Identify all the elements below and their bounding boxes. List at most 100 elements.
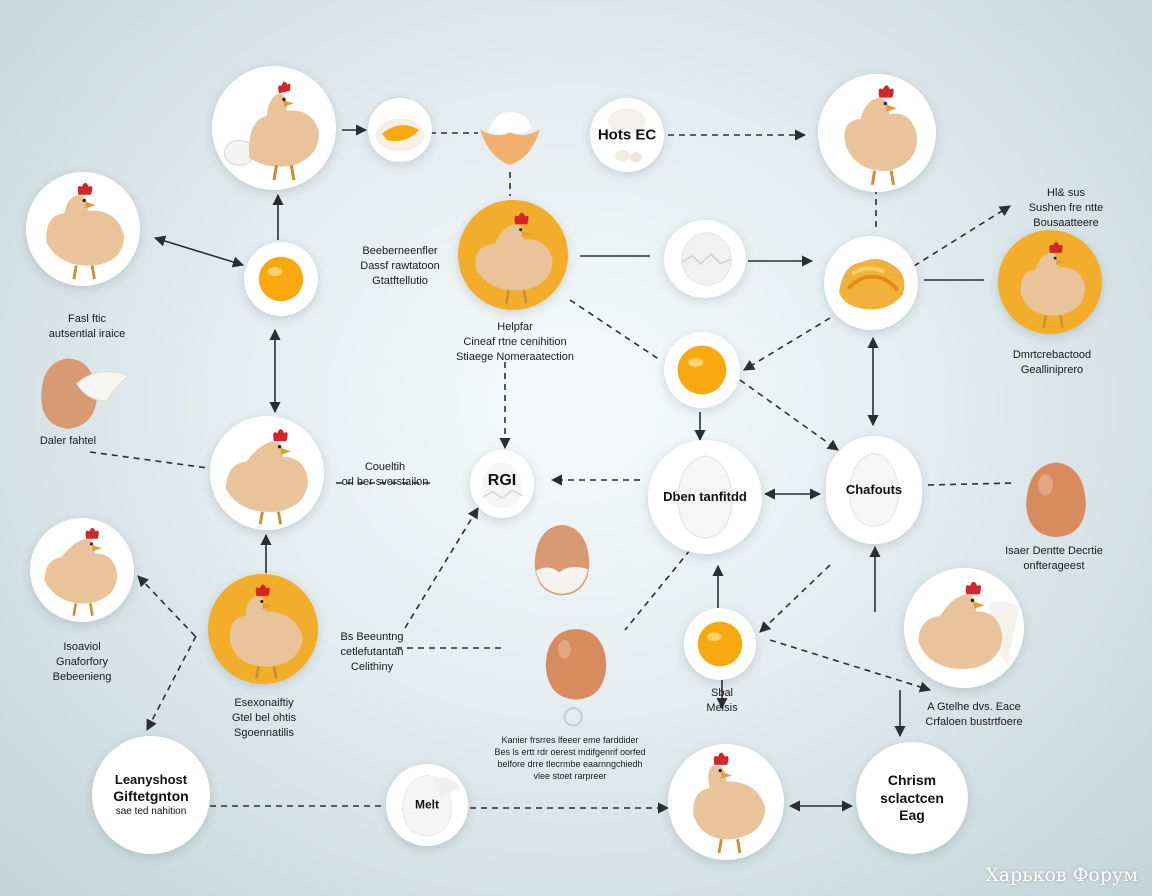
white-egg-center-node[interactable] xyxy=(664,220,746,298)
label-mid-paragraph: Kanier frsrres lfeeer eme farddider Bes … xyxy=(470,734,670,783)
leanyshost-node[interactable]: Leanyshost Giftetgnton sae ted nahition xyxy=(92,736,210,854)
hen-top-left-node[interactable] xyxy=(212,66,336,190)
label-line: Stiaege Nomeraatection xyxy=(455,350,574,363)
label-line: Bousaatteere xyxy=(1033,216,1099,229)
label-line: Dmrtcrebactood xyxy=(1012,349,1092,361)
hen-orange-lower-node[interactable] xyxy=(208,574,318,684)
yolk-lower-node[interactable] xyxy=(684,608,756,680)
label-couetin: Coueltih orl ber sverstailon xyxy=(330,460,440,490)
link-hen-left-yolk xyxy=(153,235,245,268)
link-label-rgi-lower xyxy=(404,507,479,629)
hen-left-upper-node[interactable] xyxy=(26,172,140,286)
chafouts-label: Chafouts xyxy=(845,481,903,497)
fried-food-icon xyxy=(839,258,905,310)
dben-node[interactable]: Dben tanfitdd xyxy=(648,440,762,554)
label-line: orl ber sverstailon xyxy=(341,475,429,488)
chafouts-node[interactable]: Chafouts xyxy=(826,436,922,544)
hen-icon xyxy=(693,752,766,854)
label-line: Esexonaiftiy xyxy=(234,697,294,709)
brown-egg-right-node[interactable] xyxy=(1018,458,1094,540)
label-hen-left-lower: Isoaviol Gnaforfory Bebeenieng xyxy=(30,640,134,685)
label-line: Gtel bel ohtis xyxy=(231,711,297,724)
label-right-orange: Dmrtcrebactood Gealliniprero xyxy=(996,348,1108,378)
cracked-egg-top-node[interactable] xyxy=(474,108,546,172)
link-chaf-brown xyxy=(927,482,1016,486)
label-right-lower: A Gtelhe dvs. Eace Crfaloen bustrtfoere xyxy=(906,700,1042,730)
hen-icon xyxy=(229,584,303,679)
egg-cup-icon xyxy=(607,108,647,163)
hen-center-orange-node[interactable] xyxy=(458,200,568,310)
link-center-yolk xyxy=(569,299,661,361)
label-line: A Gtelhe dvs. Eace xyxy=(927,701,1021,713)
melt-label: Melt xyxy=(415,797,439,812)
brown-egg-lower-node[interactable] xyxy=(540,626,612,730)
brown-egg-icon xyxy=(545,629,607,727)
chrism-line-3: Eag xyxy=(899,806,925,823)
leanyshost-line-1: Leanyshost xyxy=(114,771,188,787)
label-brown-right: Isaer Dentte Decrtie onfterageest xyxy=(996,544,1112,574)
label-line: belfore drre tlecrmbe eaarnngchiedh xyxy=(497,759,643,770)
label-line: Fasl ftic xyxy=(68,313,106,325)
egg-bowl-node[interactable] xyxy=(368,98,432,162)
rgi-label: RGI xyxy=(487,472,517,490)
cracked-white-egg-icon xyxy=(681,232,732,286)
label-hen-left: Fasl ftic autsential iraice xyxy=(22,312,152,342)
hen-icon xyxy=(475,212,553,304)
dben-label: Dben tanfitdd xyxy=(663,488,747,504)
label-line: Beeberneenfler xyxy=(362,245,438,257)
cracked-egg-left-node[interactable] xyxy=(28,350,132,434)
egg-yolk-icon xyxy=(258,256,304,302)
hen-right-lower-node[interactable] xyxy=(904,568,1024,688)
label-line: Daler fahtel xyxy=(39,435,97,447)
brown-egg-icon xyxy=(1026,462,1086,538)
label-line: Gnaforfory xyxy=(56,655,108,668)
label-line: Isoaviol xyxy=(63,641,101,653)
hen-icon xyxy=(225,429,309,525)
link-fried-labels xyxy=(913,205,1011,267)
hen-icon xyxy=(44,527,118,616)
label-line: Coueltih xyxy=(364,461,406,473)
chrism-label: Chrism sclactcen Eag xyxy=(856,772,968,825)
hen-top-right-node[interactable] xyxy=(818,74,936,192)
label-line: Gealliniprero xyxy=(1020,363,1084,376)
watermark-text: Харьков Форум xyxy=(985,864,1138,886)
hotbox-node[interactable]: Hots EC xyxy=(590,98,664,172)
link-fried-yolk xyxy=(743,317,831,371)
label-line: Dassf rawtatoon xyxy=(360,259,440,272)
leanyshost-line-3: sae ted nahition xyxy=(115,805,187,817)
hen-with-egg-icon xyxy=(223,81,319,181)
hotbox-label: Hots EC xyxy=(597,127,657,145)
hen-mid-left-node[interactable] xyxy=(210,416,324,530)
label-line: Sushen fre ntte xyxy=(1028,201,1104,214)
link-chaf-lyolk xyxy=(759,564,831,633)
cracked-brown-egg-icon xyxy=(41,358,130,429)
hen-bottom-node[interactable] xyxy=(668,744,784,860)
leanyshost-label: Leanyshost Giftetgnton sae ted nahition xyxy=(92,772,210,818)
label-line: Helpfar xyxy=(497,321,533,333)
yolk-center-node[interactable] xyxy=(664,332,740,408)
label-line: autsential iraice xyxy=(48,327,126,340)
label-line: Melsis xyxy=(706,701,738,714)
label-line: Bes ls ertt rdr oerest mdifgenrif oorfed xyxy=(494,747,646,758)
label-egg-left: Daler fahtel xyxy=(18,434,118,449)
leanyshost-line-2: Giftetgnton xyxy=(113,788,189,805)
brown-egg-cracked-mid-node[interactable] xyxy=(526,520,598,600)
cracked-brown-egg-icon xyxy=(534,524,590,596)
rgi-node[interactable]: RGI xyxy=(470,450,534,518)
hen-icon xyxy=(46,182,125,280)
fried-food-node[interactable] xyxy=(824,236,918,330)
hen-right-orange-node[interactable] xyxy=(998,230,1102,334)
label-line: vlee stoet rarpreer xyxy=(533,771,607,782)
melt-node[interactable]: Melt xyxy=(386,764,468,846)
yolk-upper-left-node[interactable] xyxy=(244,242,318,316)
egg-yolk-icon xyxy=(677,345,727,395)
hen-icon xyxy=(918,581,1020,669)
label-bed-top: Beeberneenfler Dassf rawtatoon Gtatftell… xyxy=(340,244,460,289)
hen-left-lower-node[interactable] xyxy=(30,518,134,622)
chrism-node[interactable]: Chrism sclactcen Eag xyxy=(856,742,968,854)
label-line: Bs Beeuntng xyxy=(340,631,404,643)
chrism-line-2: sclactcen xyxy=(880,789,944,806)
label-line: Sgoennatilis xyxy=(234,726,294,739)
white-egg-icon xyxy=(848,453,900,527)
